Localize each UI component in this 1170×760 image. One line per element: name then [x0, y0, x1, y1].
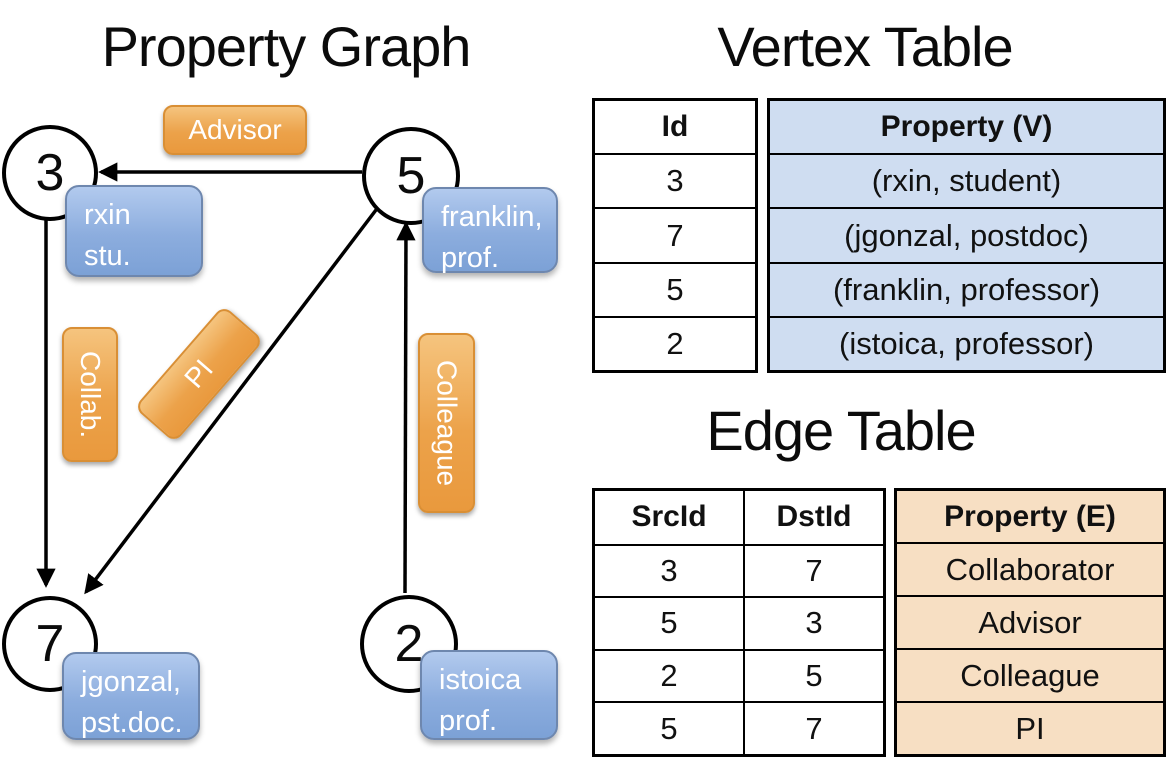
- vertex-label-istoica: istoica prof.: [420, 650, 558, 740]
- vertex-table-property-column: Property (V) (rxin, student) (jgonzal, p…: [767, 98, 1166, 373]
- property-graph-title: Property Graph: [101, 15, 472, 78]
- edge-table-property-cell: Collaborator: [897, 542, 1163, 595]
- edge-table-property-cell: Advisor: [897, 595, 1163, 648]
- edge-label-colleague: Colleague: [418, 333, 475, 513]
- node-3-id: 3: [35, 144, 65, 202]
- vertex-label-istoica-line2: prof.: [439, 704, 498, 737]
- graph-node-2: 2: [360, 595, 458, 693]
- vertex-label-franklin-line1: franklin,: [441, 201, 543, 233]
- edge-table-srcid-header: SrcId: [631, 500, 707, 534]
- vertex-label-jgonzal-line1: jgonzal,: [81, 666, 181, 698]
- edge-arrow-5-to-7: [84, 204, 381, 595]
- node-2-id: 2: [394, 615, 424, 673]
- vertex-table-title: Vertex Table: [717, 15, 1013, 78]
- vertex-table-property-cell: (jgonzal, postdoc): [770, 207, 1163, 262]
- vertex-label-franklin: franklin, prof.: [422, 187, 558, 274]
- vertex-table-id-column: Id 3 7 5 2: [592, 98, 758, 373]
- edge-table-property-cell: PI: [897, 701, 1163, 754]
- edge-table-property-column: Property (E) Collaborator Advisor Collea…: [894, 488, 1166, 757]
- edge-table-dstid-cell: 7: [743, 701, 883, 754]
- edge-table-dstid-cell: 3: [743, 596, 883, 649]
- edge-table-id-columns: SrcId DstId 3 7 5 3 2 5 5 7: [592, 488, 886, 757]
- vertex-table-id-cell: 5: [595, 261, 755, 316]
- edge-table-property-header: Property (E): [897, 491, 1163, 542]
- edge-label-collab: Collab.: [62, 327, 118, 462]
- edge-table-srcid-cell: 5: [595, 701, 743, 754]
- edge-table-dstid-cell: 5: [743, 648, 883, 702]
- node-7-id: 7: [35, 615, 65, 673]
- edge-table-srcid-cell: 3: [595, 543, 743, 597]
- vertex-label-jgonzal: jgonzal, pst.doc.: [62, 652, 200, 740]
- vertex-label-rxin: rxin stu.: [65, 185, 203, 277]
- edge-table-dstid-cell: 7: [743, 543, 883, 597]
- vertex-table-id-cell: 2: [595, 315, 755, 370]
- vertex-label-franklin-line2: prof.: [441, 241, 500, 274]
- edge-table-dstid-header: DstId: [743, 491, 883, 544]
- vertex-label-rxin-line1: rxin: [84, 199, 131, 231]
- edge-table-srcid-cell: 2: [595, 648, 743, 702]
- vertex-label-jgonzal-line2: pst.doc.: [81, 706, 183, 739]
- edge-table-title: Edge Table: [706, 399, 976, 462]
- edge-table-property-cell: Colleague: [897, 648, 1163, 701]
- edge-label-advisor: Advisor: [163, 105, 307, 155]
- edge-arrow-2-to-5: [396, 221, 416, 594]
- vertex-table-id-cell: 3: [595, 153, 755, 207]
- edge-table-srcid-cell: 5: [595, 596, 743, 649]
- node-5-id: 5: [396, 147, 426, 205]
- vertex-table-property-cell: (franklin, professor): [770, 261, 1163, 316]
- graph-edges-canvas: [36, 162, 416, 595]
- vertex-table-property-cell: (istoica, professor): [770, 315, 1163, 371]
- vertex-table-property-header: Property (V): [770, 101, 1163, 154]
- vertex-label-istoica-line1: istoica: [439, 664, 522, 696]
- vertex-table-property-cell: (rxin, student): [770, 153, 1163, 208]
- vertex-table-id-cell: 7: [595, 207, 755, 261]
- vertex-label-rxin-line2: stu.: [84, 239, 131, 272]
- vertex-table-id-header: Id: [661, 110, 689, 144]
